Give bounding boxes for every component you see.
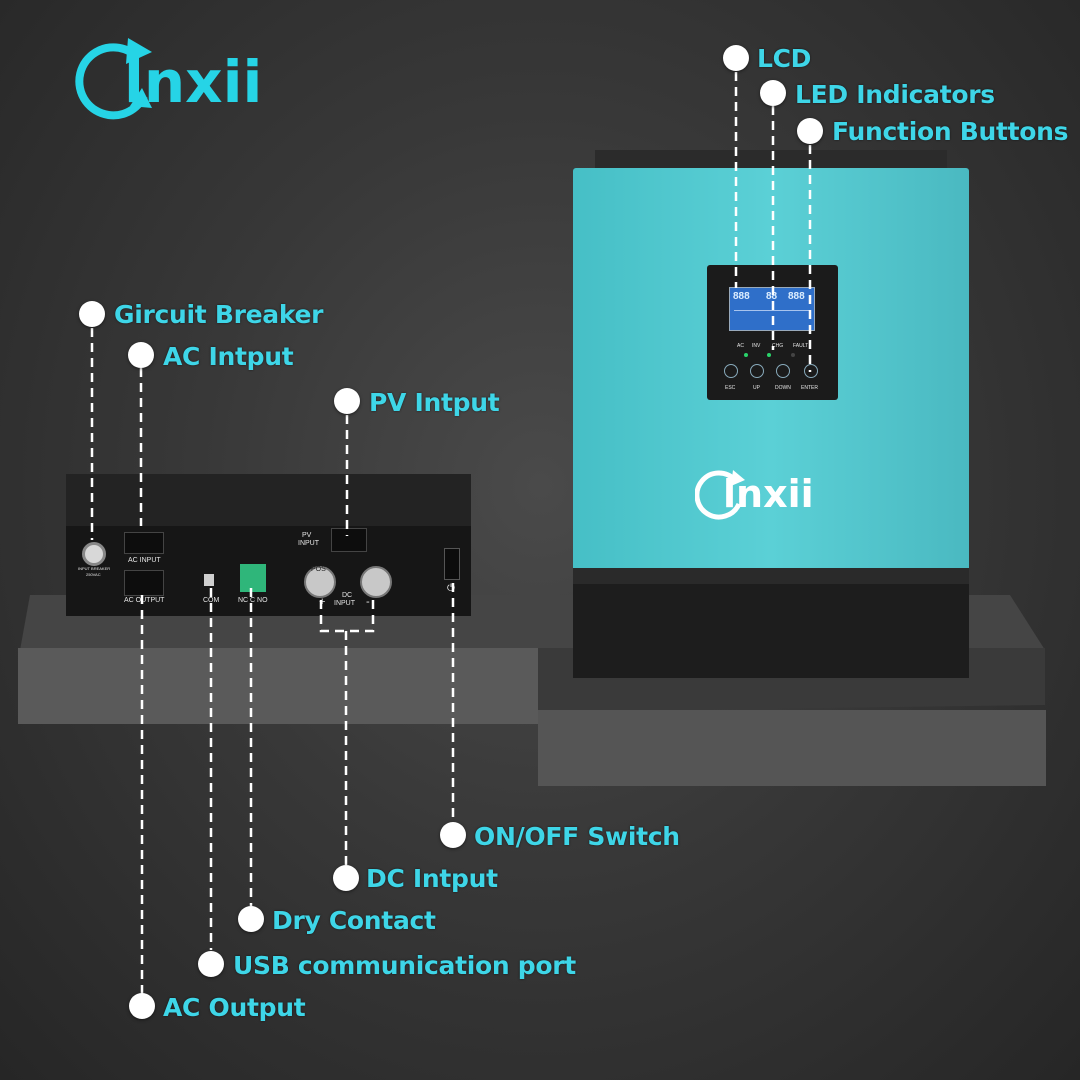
dry-contact-callout: Dry Contact [272, 906, 436, 935]
dc-label-2: INPUT [334, 600, 355, 607]
circuit-breaker-dot [79, 301, 105, 327]
usb-port-dot [198, 951, 224, 977]
up-label: UP [753, 385, 760, 391]
ac-input-dot [128, 342, 154, 368]
usb-port[interactable] [204, 574, 214, 586]
dry-contact-block[interactable] [240, 564, 266, 592]
bottom-inverter: INPUT BREAKER 250VAC AC INPUT AC OUTPUT … [66, 474, 471, 616]
led-label-chg: CHG [772, 343, 784, 349]
usb-port-callout: USB communication port [233, 951, 576, 980]
function-buttons-callout: Function Buttons [832, 117, 1069, 146]
enter-button[interactable] [804, 364, 818, 378]
lcd-callout: LCD [757, 44, 812, 73]
on-off-switch-callout: ON/OFF Switch [474, 822, 680, 851]
dc-input-callout: DC Intput [366, 864, 498, 893]
breaker-label-2: 250VAC [86, 572, 101, 577]
ac-input-label: AC INPUT [128, 557, 161, 564]
led-indicators-callout: LED Indicators [795, 80, 995, 109]
dc-negative-terminal[interactable] [360, 566, 392, 598]
mount-bracket [595, 150, 947, 170]
dc-label-1: DC [342, 592, 353, 599]
minus-sign: - [366, 596, 370, 608]
dry-contact-label: NC C NO [238, 597, 268, 604]
led-ac [744, 353, 748, 357]
led-label-inv: INV [752, 343, 761, 349]
inverter-bottom [573, 568, 969, 678]
on-off-switch[interactable] [444, 548, 460, 580]
ac-input-callout: AC Intput [163, 342, 294, 371]
function-buttons-dot [797, 118, 823, 144]
up-button[interactable] [750, 364, 764, 378]
on-off-switch-dot [440, 822, 466, 848]
brand-logo-icon [75, 38, 152, 120]
ac-output-port[interactable] [124, 570, 164, 596]
com-label: COM [203, 597, 220, 604]
led-fault [791, 353, 795, 357]
pv-label-2: INPUT [298, 540, 319, 547]
dc-positive-terminal[interactable] [304, 566, 336, 598]
dc-input-dot [333, 865, 359, 891]
ac-input-port[interactable] [124, 532, 164, 554]
esc-label: ESC [725, 385, 736, 391]
breaker-label-1: INPUT BREAKER [78, 566, 111, 571]
down-label: DOWN [775, 385, 791, 391]
pv-input-dot [334, 388, 360, 414]
lcd-digits-1: 888 [733, 291, 750, 302]
lcd-digits-2: 88 [766, 291, 778, 302]
led-label-ac: AC [737, 343, 744, 349]
pv-label-1: PV [302, 532, 312, 539]
circuit-breaker-knob[interactable] [82, 542, 106, 566]
ac-output-label: AC OUTPUT [124, 597, 165, 604]
pv-input-callout: PV Intput [369, 388, 500, 417]
circuit-breaker-callout: Gircuit Breaker [114, 300, 324, 329]
esc-button[interactable] [724, 364, 738, 378]
lcd-digits-3: 888 [788, 291, 805, 302]
top-vent [66, 474, 471, 526]
led-indicators-dot [760, 80, 786, 106]
lcd-dot [723, 45, 749, 71]
power-symbol-icon: ⏻ [447, 583, 455, 594]
dry-contact-dot [238, 906, 264, 932]
led-chg [767, 353, 771, 357]
led-label-fault: FAULT [793, 343, 809, 349]
inverter-logo-text: lnxii [723, 472, 814, 516]
enter-label: ENTER [801, 385, 818, 391]
inverter-bottom-lip [573, 568, 969, 584]
pv-input-port[interactable] [331, 528, 367, 552]
inverter-logo-icon [695, 470, 745, 520]
down-button[interactable] [776, 364, 790, 378]
brand-logo-text: lnxii [124, 48, 263, 116]
pos-label: POS [311, 566, 326, 573]
ac-output-callout: AC Output [163, 993, 306, 1022]
ac-output-dot [129, 993, 155, 1019]
lcd-icons [734, 310, 810, 325]
